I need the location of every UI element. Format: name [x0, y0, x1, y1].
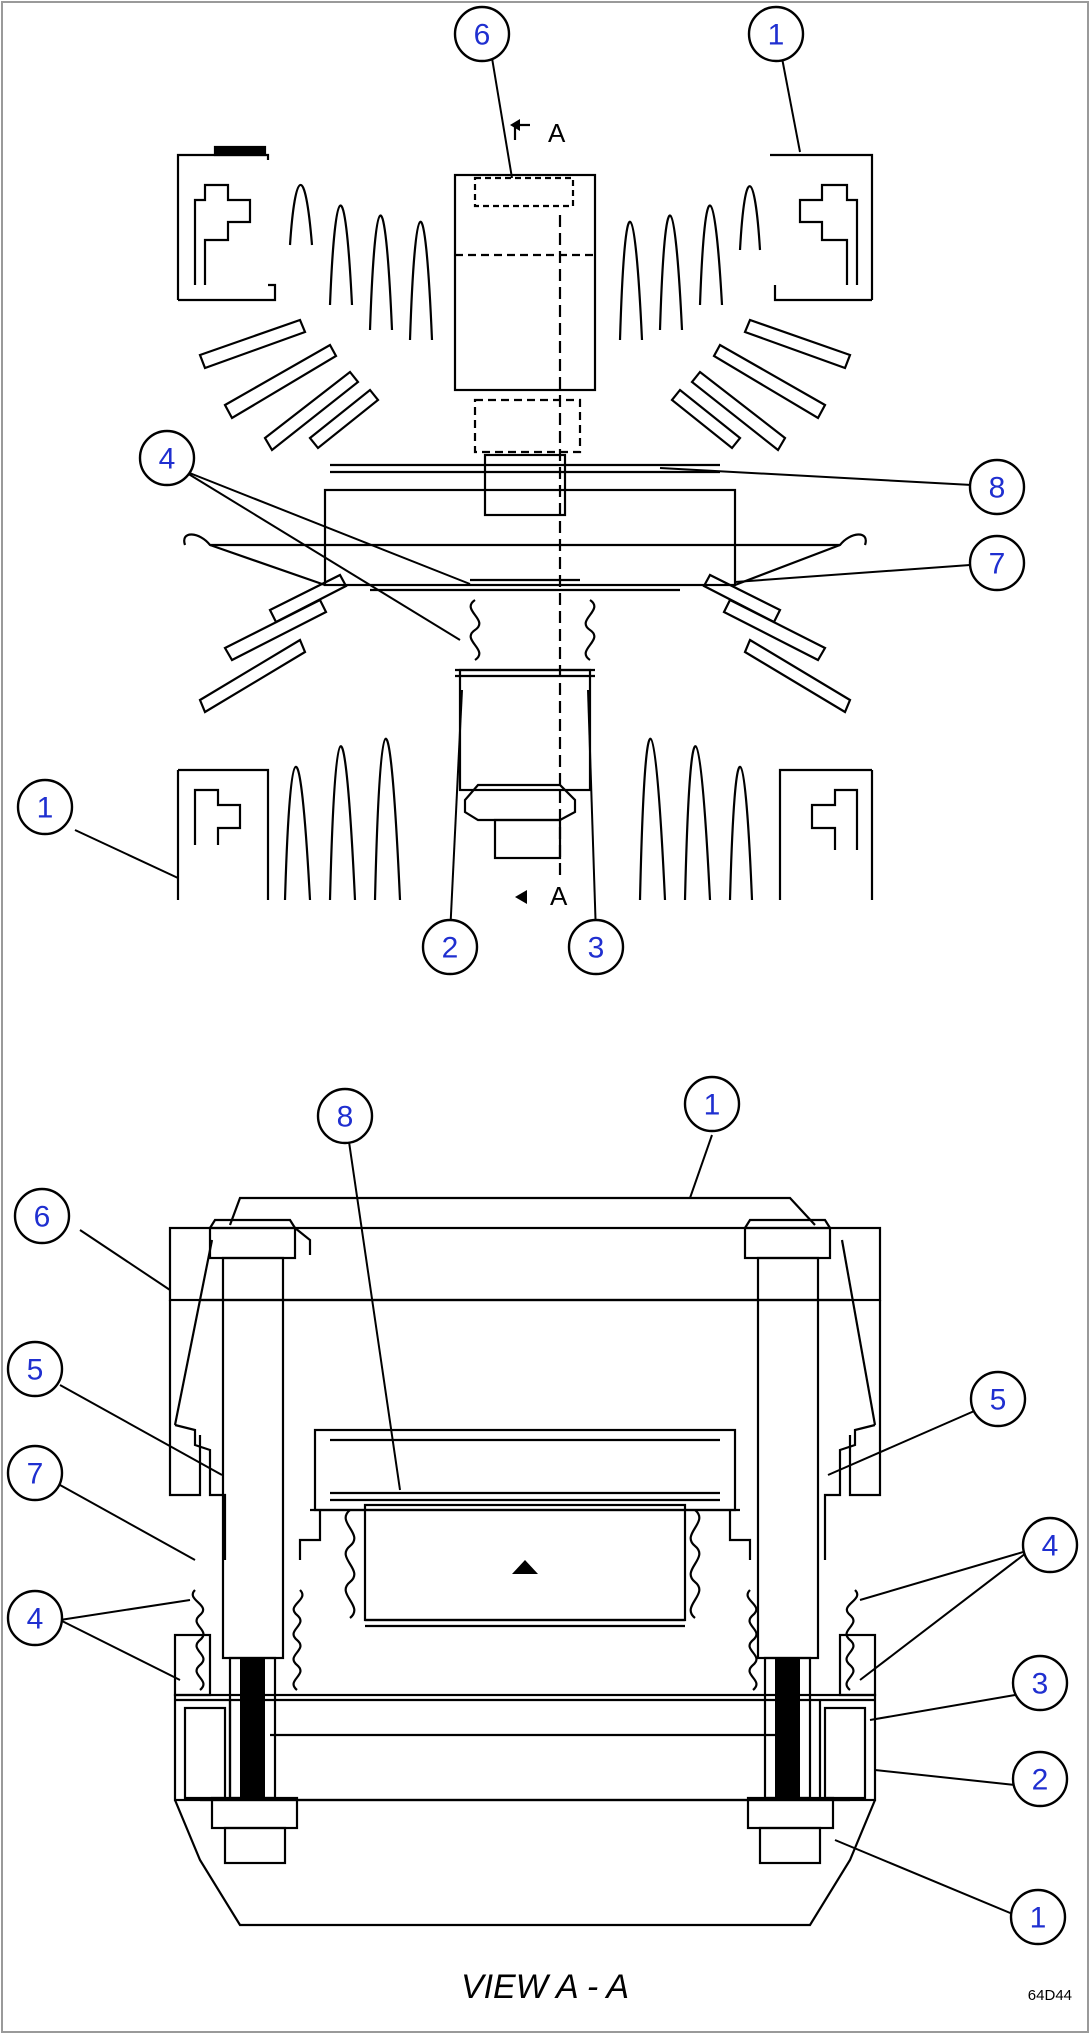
lower-spring-fingers: [198, 573, 852, 901]
callout-circle-2-bottom: [1011, 1750, 1069, 1808]
callout-4-top: 4: [159, 443, 176, 476]
callout-circle-8-bottom: [316, 1087, 374, 1145]
upper-bellows: [455, 599, 596, 860]
lower-left-bracket: [176, 768, 270, 900]
figure-code: 64D44: [1028, 1987, 1072, 2004]
callout-circle-4-top: [138, 429, 196, 487]
callout-circle-6-bottom: [13, 1187, 71, 1245]
callout-1-bottom: 1: [1030, 1902, 1047, 1935]
right-spring-stack: [746, 1589, 877, 1697]
callout-2-bottom: 2: [1032, 1764, 1049, 1797]
callout-7-top: 7: [989, 548, 1006, 581]
callout-1-left: 1: [37, 792, 54, 825]
callout-6-bottom: 6: [34, 1201, 51, 1234]
callout-8-top: 8: [989, 472, 1006, 505]
callout-circle-7-bottom: [6, 1444, 64, 1502]
callout-labels: 6 1 4 8 7 1 2 3 8 1 6 5 5 7 4 4 3 2 1: [27, 19, 1059, 1935]
section-mark-upper: [510, 119, 530, 140]
callout-8-bottom: 8: [337, 1101, 354, 1134]
callout-circle-1-bottom: [1009, 1888, 1067, 1946]
callout-6-top: 6: [474, 19, 491, 52]
callout-4-right: 4: [1042, 1530, 1059, 1563]
upper-center-block: [453, 173, 597, 880]
callout-circle-4-left: [6, 1589, 64, 1647]
section-mark-lower: [515, 890, 527, 904]
bottom-leader-lines: [59, 1134, 1031, 1916]
top-leader-lines: [74, 57, 973, 936]
callout-markers: [6, 5, 1079, 1946]
callout-circle-1-top-right: [747, 5, 805, 63]
section-view-a-a: [168, 1196, 882, 1927]
callout-4-left: 4: [27, 1603, 44, 1636]
callout-circle-3-bottom: [1011, 1654, 1069, 1712]
callout-5-left: 5: [27, 1354, 44, 1387]
callout-2-top: 2: [442, 932, 459, 965]
callout-1-bottom-top: 1: [704, 1089, 721, 1122]
callout-circle-1-left: [16, 778, 74, 836]
upper-spring-fingers: [198, 183, 852, 452]
right-bolt: [743, 1218, 835, 1865]
callout-circle-1-bottom-top: [683, 1075, 741, 1133]
section-mark-lower-label: A: [550, 881, 568, 911]
callout-circle-2-top: [421, 918, 479, 976]
callout-circle-7-top: [968, 534, 1026, 592]
callout-circle-4-right: [1021, 1516, 1079, 1574]
section-mark-upper-label: A: [548, 118, 566, 148]
callout-3-top: 3: [588, 932, 605, 965]
callout-7-bottom: 7: [27, 1458, 44, 1491]
top-view: [176, 119, 874, 904]
view-caption: VIEW A - A: [461, 1968, 629, 2006]
upper-left-bracket: [176, 145, 277, 302]
callout-circle-8-top: [968, 458, 1026, 516]
callout-3-bottom: 3: [1032, 1668, 1049, 1701]
callout-5-right: 5: [990, 1384, 1007, 1417]
upper-plates: [183, 453, 867, 592]
callout-1-top-right: 1: [768, 19, 785, 52]
callout-circle-5-right: [969, 1370, 1027, 1428]
upper-right-bracket: [770, 153, 874, 302]
callout-circle-6-top: [453, 5, 511, 63]
left-bolt: [208, 1218, 312, 1865]
callout-circle-3-top: [567, 918, 625, 976]
callout-circle-5-left: [6, 1340, 64, 1398]
lower-right-bracket: [778, 768, 874, 900]
